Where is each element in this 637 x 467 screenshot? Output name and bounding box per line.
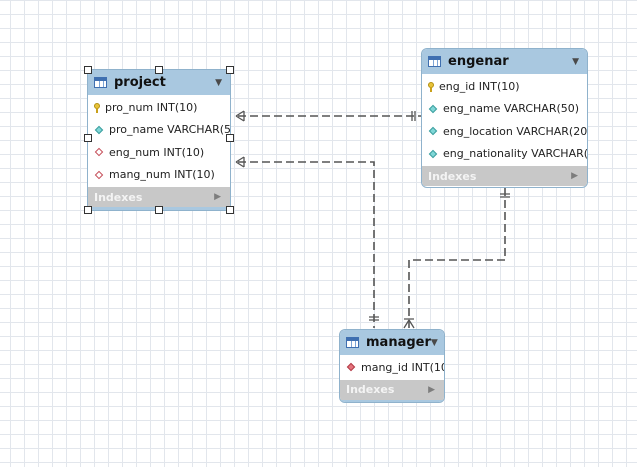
column-label: eng_nationality VARCHAR(20) [443,147,588,161]
foreign-key-icon [94,148,104,157]
column-row[interactable]: eng_nationality VARCHAR(20) [422,143,587,166]
one-mark-manager [369,316,379,321]
indexes-bar[interactable]: Indexes ▶ [422,166,587,186]
column-row[interactable]: pro_name VARCHAR(50) [88,119,230,142]
table-title: project [114,75,166,90]
column-label: pro_name VARCHAR(50) [109,123,231,137]
column-row[interactable]: mang_num INT(10) [88,164,230,187]
link-project-manager [238,161,375,328]
collapse-arrow-icon[interactable]: ▼ [572,56,579,67]
foreign-key-icon [94,170,104,179]
column-row[interactable]: eng_num INT(10) [88,141,230,164]
primary-foreign-key-icon [346,363,356,372]
indexes-bar[interactable]: Indexes ▶ [340,379,444,400]
table-icon [346,337,359,348]
crowfoot-project-mang [235,156,245,168]
column-icon [94,125,104,134]
crowfoot-project-eng [235,110,245,122]
primary-key-icon [94,102,100,113]
one-mark-engenar-bottom [500,193,510,198]
indexes-label: Indexes [428,169,477,183]
column-label: eng_num INT(10) [109,145,205,159]
link-engenar-manager [408,188,506,328]
column-label: eng_location VARCHAR(20) [443,124,588,138]
collapse-arrow-icon[interactable]: ▼ [215,77,222,88]
table-footer [340,399,444,402]
table-title: manager [366,335,431,350]
table-engenar[interactable]: engenar ▼ eng_id INT(10) eng_name VARCHA… [421,48,588,188]
column-icon [428,127,438,136]
column-icon [428,149,438,158]
column-row[interactable]: pro_num INT(10) [88,96,230,119]
resize-handle[interactable] [226,66,234,74]
column-row[interactable]: mang_id INT(10) [340,356,444,379]
table-header[interactable]: manager ▼ [340,330,444,355]
column-label: pro_num INT(10) [105,100,198,114]
resize-handle[interactable] [84,66,92,74]
column-label: mang_id INT(10) [361,360,445,374]
collapse-arrow-icon[interactable]: ▼ [430,337,438,348]
table-title: engenar [448,54,509,69]
table-icon [94,77,107,88]
column-row[interactable]: eng_id INT(10) [422,75,587,98]
resize-handle[interactable] [155,206,163,214]
table-header[interactable]: engenar ▼ [422,49,587,74]
primary-key-icon [428,81,434,92]
indexes-label: Indexes [346,383,395,396]
column-row[interactable]: eng_name VARCHAR(50) [422,98,587,121]
table-manager[interactable]: manager ▼ mang_id INT(10) Indexes ▶ [339,329,445,403]
table-project[interactable]: project ▼ pro_num INT(10) pro_name VARCH… [87,69,231,211]
one-mark-engenar [411,111,416,121]
indexes-bar[interactable]: Indexes ▶ [88,187,230,207]
table-header[interactable]: project ▼ [88,70,230,95]
resize-handle[interactable] [226,206,234,214]
expand-arrow-icon[interactable]: ▶ [428,384,435,395]
indexes-label: Indexes [94,190,143,204]
resize-handle[interactable] [84,134,92,142]
column-label: eng_name VARCHAR(50) [443,102,580,116]
crowfoot-manager [403,318,415,329]
column-icon [428,104,438,113]
resize-handle[interactable] [84,206,92,214]
expand-arrow-icon[interactable]: ▶ [571,171,578,181]
column-row[interactable]: eng_location VARCHAR(20) [422,120,587,143]
table-icon [428,56,441,67]
expand-arrow-icon[interactable]: ▶ [214,192,221,202]
column-label: mang_num INT(10) [109,168,215,182]
column-label: eng_id INT(10) [439,79,520,93]
resize-handle[interactable] [155,66,163,74]
resize-handle[interactable] [226,134,234,142]
